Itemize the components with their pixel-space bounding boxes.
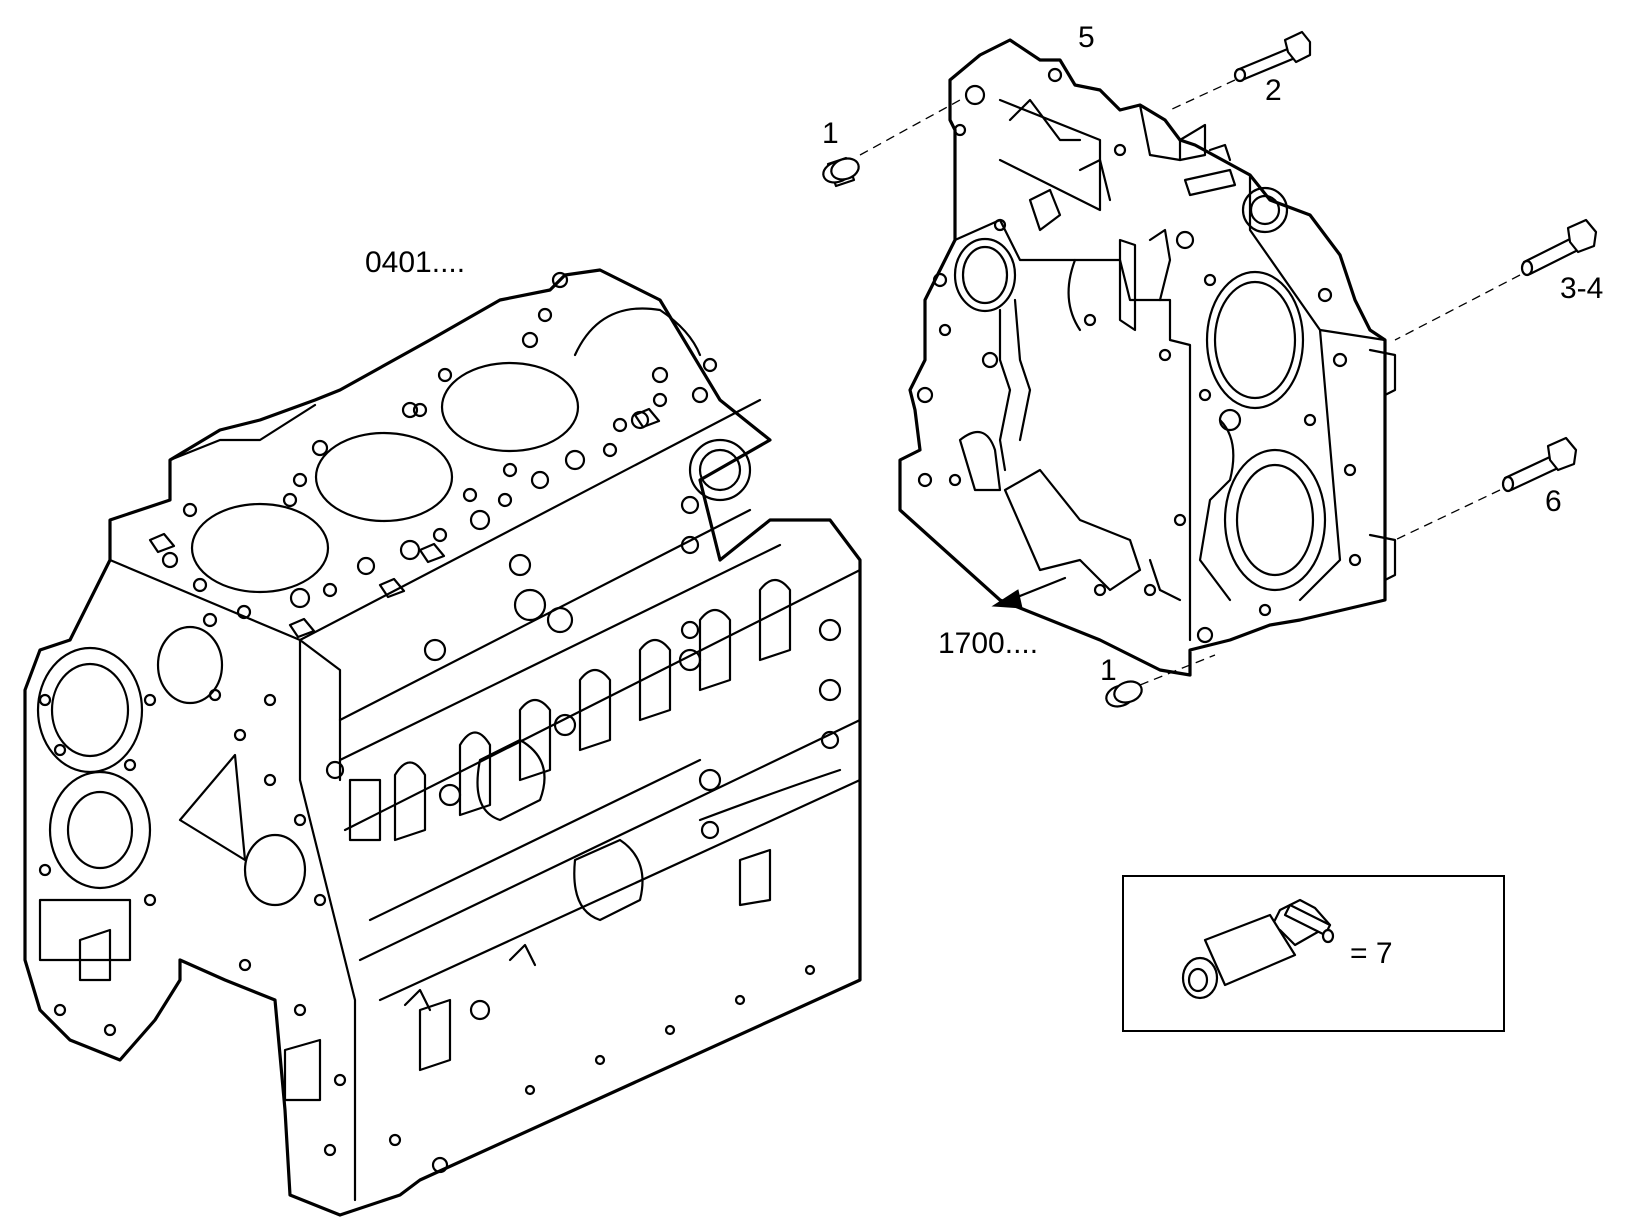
callout-5: 5 [1078,21,1095,54]
front-face [36,625,347,1157]
bushing-icon [1105,680,1143,708]
side-face [325,438,862,1174]
callout-1-top: 1 [822,117,839,150]
deck-holes [148,271,718,639]
flywheel-housing [898,38,1397,677]
bushing-icon [822,156,860,188]
callout-3-4: 3-4 [1560,272,1603,305]
block-reference-label: 0401.... [365,246,465,279]
callout-6: 6 [1545,485,1562,518]
sealant-legend-box [1122,875,1505,1032]
housing-holes [916,67,1362,644]
bolt-icon [1233,30,1312,83]
bolt-icon [1501,436,1578,493]
arrow-icon [991,576,1067,609]
cover-reference-label: 1700.... [938,627,1038,660]
engine-block [23,268,862,1217]
callout-7-sealant: = 7 [1350,937,1393,970]
bolt-icon [1520,218,1598,277]
leader-lines [859,79,1521,686]
sealant-tube-icon [1181,898,1335,1000]
callout-1-bottom: 1 [1100,654,1117,687]
callout-2: 2 [1265,74,1282,107]
